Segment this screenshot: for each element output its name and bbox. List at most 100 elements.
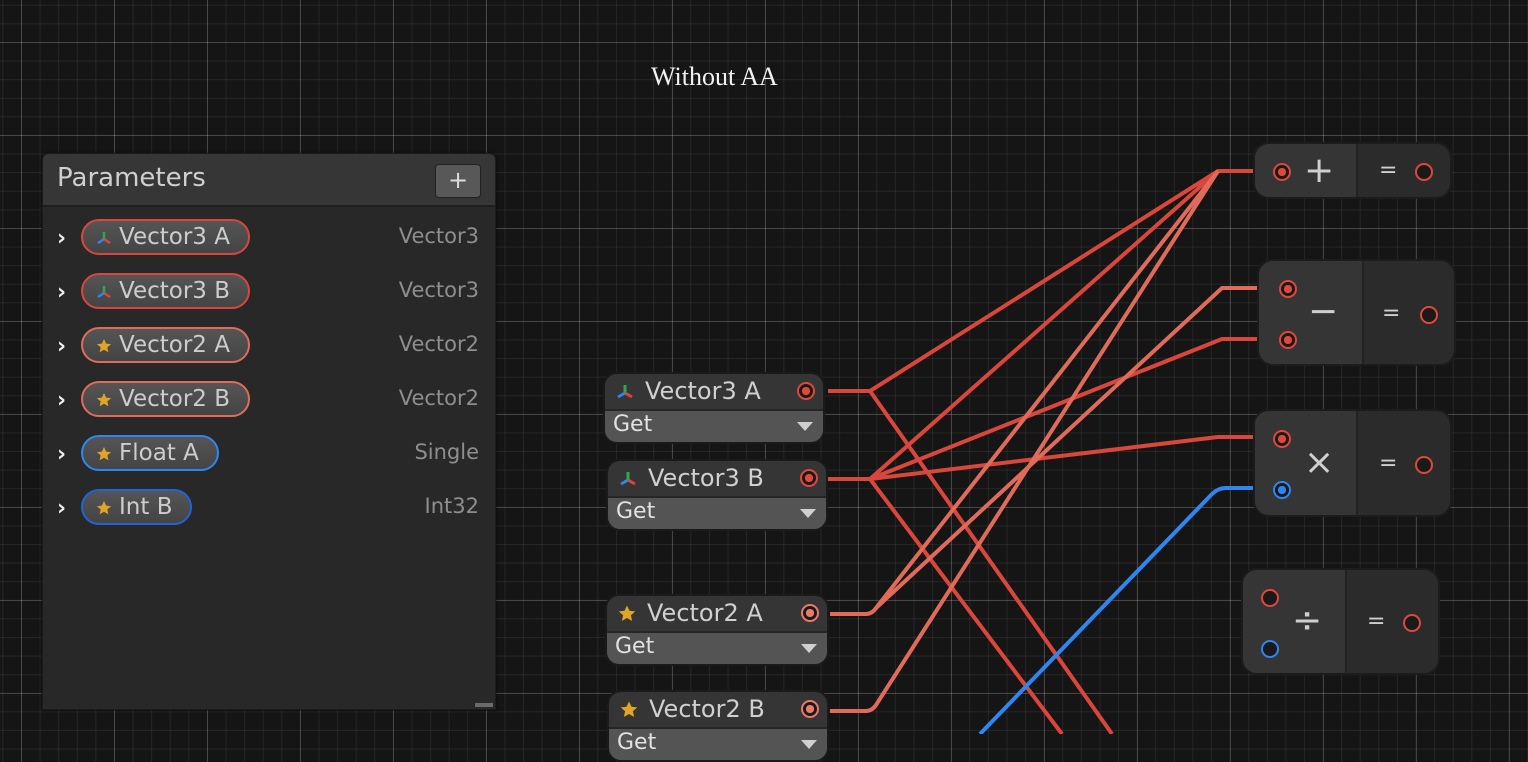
- equals-icon: =: [1379, 451, 1398, 476]
- equals-icon: =: [1379, 158, 1398, 183]
- node-label: Vector2 A: [647, 599, 763, 627]
- dropdown-arrow-icon: [797, 422, 813, 431]
- output-port[interactable]: [800, 469, 818, 487]
- panel-header: Parameters +: [43, 154, 495, 207]
- wire-v2a-sub: [874, 286, 1275, 610]
- input-port-a[interactable]: [1273, 430, 1291, 448]
- node-label: Vector2 B: [649, 695, 765, 723]
- output-port[interactable]: [1415, 456, 1433, 474]
- equals-icon: =: [1367, 609, 1386, 634]
- parameter-type: Single: [414, 440, 479, 464]
- output-port[interactable]: [801, 700, 819, 718]
- input-port-a[interactable]: [1261, 589, 1279, 607]
- expand-chevron-icon[interactable]: ›: [57, 388, 67, 413]
- node-label: Vector3 A: [645, 377, 761, 405]
- expand-chevron-icon[interactable]: ›: [57, 442, 67, 467]
- input-port-b[interactable]: [1261, 640, 1279, 658]
- mode-dropdown[interactable]: Get: [605, 411, 823, 442]
- parameter-name: Vector3 B: [119, 278, 231, 304]
- wire-v3a-add: [828, 169, 1270, 393]
- equals-icon: =: [1382, 301, 1401, 326]
- divide-icon: ÷: [1292, 600, 1323, 641]
- expand-chevron-icon[interactable]: ›: [57, 280, 67, 305]
- panel-title: Parameters: [57, 163, 206, 193]
- parameter-name: Float A: [119, 440, 199, 466]
- getter-node-vector2-a[interactable]: Vector2 A Get: [605, 594, 829, 666]
- node-inputs-section: [1243, 570, 1347, 673]
- output-port[interactable]: [797, 382, 815, 400]
- add-node[interactable]: + =: [1253, 142, 1452, 199]
- axes-icon: [620, 472, 636, 486]
- plus-icon: +: [1304, 150, 1335, 191]
- input-port-b[interactable]: [1279, 331, 1297, 349]
- parameter-type: Vector3: [398, 224, 479, 248]
- node-inputs-section: [1259, 261, 1364, 364]
- minus-icon: −: [1308, 291, 1339, 332]
- parameter-row[interactable]: › Vector2 B Vector2: [43, 381, 495, 425]
- node-header[interactable]: Vector2 A: [607, 596, 827, 633]
- parameter-pill[interactable]: Int B: [81, 489, 193, 525]
- add-parameter-button[interactable]: +: [435, 164, 481, 198]
- star-icon: [96, 393, 112, 407]
- input-port-b[interactable]: [1273, 481, 1291, 499]
- getter-node-vector2-b[interactable]: Vector2 B Get: [607, 690, 829, 762]
- axes-icon: [97, 286, 111, 299]
- multiply-icon: ×: [1304, 442, 1335, 483]
- output-port[interactable]: [801, 604, 819, 622]
- parameter-row[interactable]: › Vector2 A Vector2: [43, 327, 495, 371]
- multiply-node[interactable]: × =: [1253, 409, 1452, 517]
- star-icon: [618, 605, 636, 621]
- star-icon: [620, 701, 638, 717]
- dropdown-arrow-icon: [801, 644, 817, 653]
- dropdown-arrow-icon: [800, 509, 816, 518]
- mode-value: Get: [616, 499, 656, 524]
- wire-v2a-add: [830, 169, 1220, 616]
- mode-value: Get: [613, 412, 653, 437]
- parameter-pill[interactable]: Vector3 A: [81, 219, 250, 255]
- getter-node-vector3-a[interactable]: Vector3 A Get: [603, 372, 825, 444]
- getter-node-vector3-b[interactable]: Vector3 B Get: [606, 459, 828, 531]
- parameter-pill[interactable]: Vector2 A: [81, 327, 250, 363]
- output-port[interactable]: [1420, 306, 1438, 324]
- mode-value: Get: [615, 634, 655, 659]
- parameter-name: Vector2 B: [119, 386, 231, 412]
- parameter-row[interactable]: › Vector3 A Vector3: [43, 219, 495, 263]
- parameter-row[interactable]: › Int B Int32: [43, 489, 495, 533]
- parameter-row[interactable]: › Float A Single: [43, 435, 495, 479]
- parameter-pill[interactable]: Float A: [81, 435, 219, 471]
- expand-chevron-icon[interactable]: ›: [57, 496, 67, 521]
- star-icon: [96, 447, 112, 461]
- node-header[interactable]: Vector2 B: [609, 692, 827, 729]
- expand-chevron-icon[interactable]: ›: [57, 226, 67, 251]
- star-icon: [96, 339, 112, 353]
- parameter-pill[interactable]: Vector3 B: [81, 273, 251, 309]
- node-header[interactable]: Vector3 A: [605, 374, 823, 411]
- node-header[interactable]: Vector3 B: [608, 461, 826, 498]
- wire-v3a-down: [868, 389, 1114, 734]
- output-port[interactable]: [1403, 614, 1421, 632]
- star-icon: [96, 501, 112, 515]
- input-port-a[interactable]: [1273, 163, 1291, 181]
- parameter-type: Int32: [424, 494, 479, 518]
- parameter-type: Vector2: [398, 332, 479, 356]
- parameters-panel: Parameters + › Vector3 A Vector3 › Vecto…: [42, 153, 496, 710]
- wire-v3b-down: [868, 477, 1064, 734]
- parameter-row[interactable]: › Vector3 B Vector3: [43, 273, 495, 317]
- expand-chevron-icon[interactable]: ›: [57, 334, 67, 359]
- dropdown-arrow-icon: [801, 740, 817, 749]
- parameter-name: Int B: [119, 494, 173, 520]
- wire-v2b-add: [830, 169, 1220, 713]
- wire-v3b-sub: [869, 337, 1275, 481]
- node-label: Vector3 B: [648, 464, 764, 492]
- parameter-name: Vector2 A: [119, 332, 230, 358]
- wire-v3b-mul: [869, 435, 1270, 481]
- input-port-a[interactable]: [1279, 280, 1297, 298]
- divide-node[interactable]: ÷ =: [1241, 568, 1440, 675]
- resize-handle[interactable]: [475, 703, 493, 707]
- output-port[interactable]: [1415, 163, 1433, 181]
- mode-dropdown[interactable]: Get: [608, 498, 826, 529]
- mode-dropdown[interactable]: Get: [607, 633, 827, 664]
- subtract-node[interactable]: − =: [1257, 259, 1456, 366]
- parameter-pill[interactable]: Vector2 B: [81, 381, 251, 417]
- wire-v3b-add: [828, 169, 1220, 481]
